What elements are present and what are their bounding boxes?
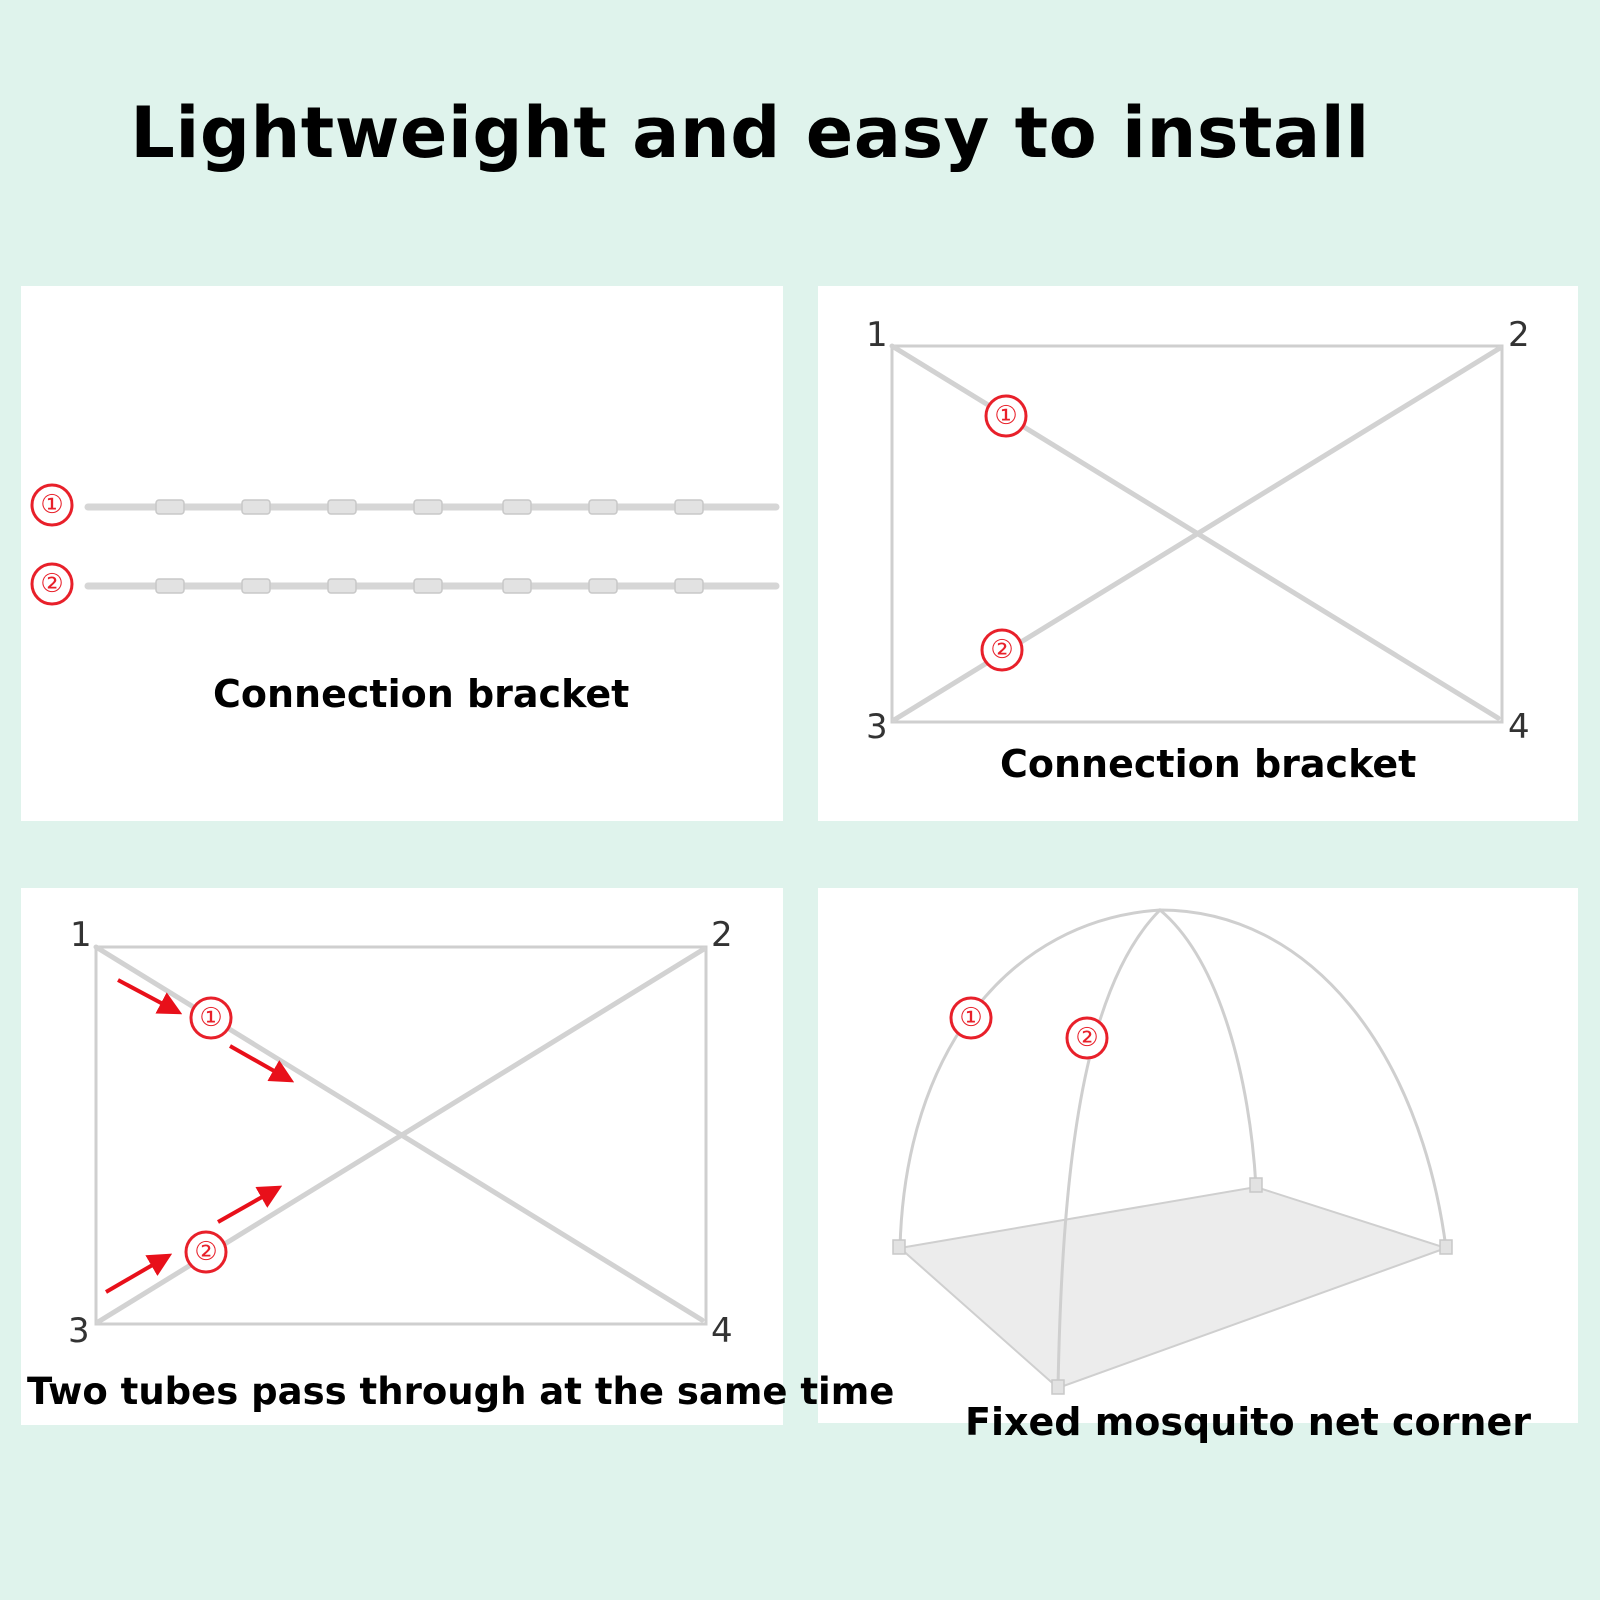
- caption-connection-bracket: Connection bracket: [1000, 742, 1417, 786]
- caption-fixed-corner: Fixed mosquito net corner: [965, 1400, 1531, 1444]
- caption-connection-bracket: Connection bracket: [213, 672, 630, 716]
- panel-frame-crossed: [818, 286, 1578, 821]
- caption-two-tubes: Two tubes pass through at the same time: [27, 1370, 895, 1413]
- panel-tubes-threading: [21, 888, 783, 1425]
- page-title: Lightweight and easy to install: [130, 92, 1370, 174]
- panel-tubes: [21, 286, 783, 821]
- panel-dome: [818, 888, 1578, 1423]
